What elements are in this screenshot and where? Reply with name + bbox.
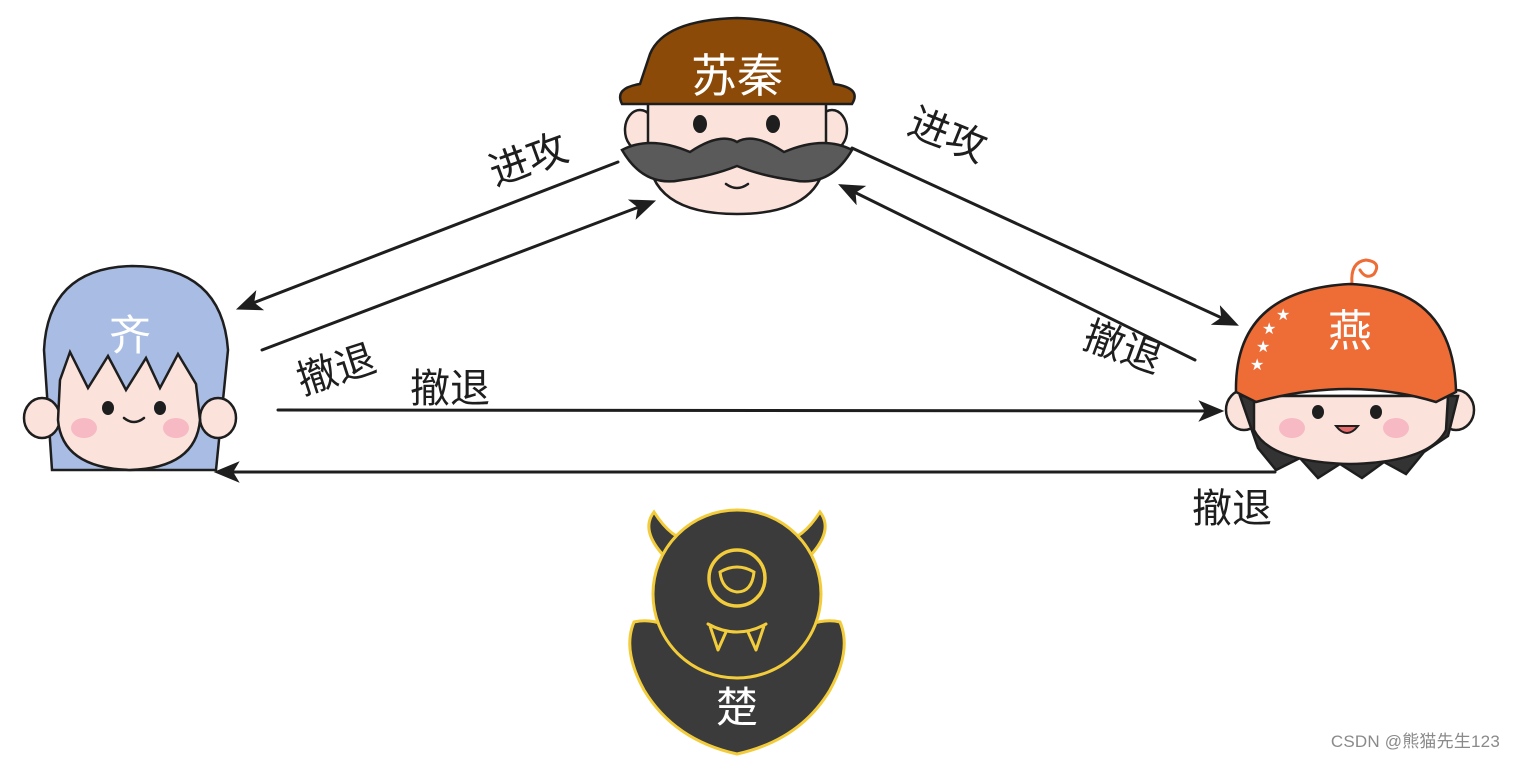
star-icon: ★ <box>1250 355 1264 374</box>
arrows <box>213 146 1277 483</box>
arrow-attack-suqin-to-qi <box>235 160 620 311</box>
label-retreat-yan-to-qi: 撤退 <box>1192 486 1272 532</box>
qi-right-eye <box>154 401 166 415</box>
label-retreat-qi-to-yan: 撤退 <box>410 366 490 412</box>
star-icon: ★ <box>1276 305 1290 324</box>
qi-name: 齐 <box>109 311 151 360</box>
suqin-mustache <box>620 137 854 183</box>
character-chu: 楚 <box>628 508 846 756</box>
character-suqin: 苏秦 <box>618 16 856 216</box>
label-attack-right: 进攻 <box>902 99 993 172</box>
chu-eye-inner <box>718 565 756 594</box>
suqin-left-eye <box>693 115 707 133</box>
label-retreat-qi-to-suqin: 撤退 <box>291 336 381 404</box>
yan-hat <box>1234 282 1458 404</box>
qi-right-cheek <box>163 418 189 438</box>
chu-eye-outer <box>707 548 767 608</box>
arrow-retreat-yan-to-suqin <box>838 184 1197 362</box>
chu-name: 楚 <box>716 683 758 732</box>
watermark: CSDN @熊猫先生123 <box>1330 732 1500 751</box>
suqin-mouth <box>724 182 750 190</box>
yan-right-cheek <box>1383 418 1409 438</box>
arrow-attack-suqin-to-yan <box>850 146 1239 326</box>
chu-mouth <box>706 622 768 634</box>
star-icon: ★ <box>1262 319 1276 338</box>
qi-mouth <box>122 416 146 424</box>
suqin-right-eye <box>766 115 780 133</box>
arrow-retreat-qi-to-yan <box>276 400 1225 422</box>
suqin-name: 苏秦 <box>691 49 783 103</box>
yan-hat-stars: ★ ★ ★ ★ <box>1250 305 1290 374</box>
qi-face <box>56 348 202 472</box>
chu-left-fang <box>708 625 728 652</box>
label-retreat-yan-to-suqin: 撤退 <box>1077 313 1168 384</box>
character-yan: ★ ★ ★ ★ 燕 <box>1224 258 1476 480</box>
yan-hat-curl <box>1350 258 1379 286</box>
qi-left-cheek <box>71 418 97 438</box>
chu-head <box>651 508 823 680</box>
star-icon: ★ <box>1256 337 1270 356</box>
chu-right-fang <box>746 625 766 652</box>
yan-name: 燕 <box>1328 306 1372 357</box>
suqin-hat <box>618 16 856 106</box>
qi-left-ear <box>22 396 62 440</box>
qi-left-eye <box>102 401 114 415</box>
yan-mouth <box>1333 425 1361 434</box>
arrow-retreat-qi-to-suqin <box>260 199 657 352</box>
yan-left-cheek <box>1279 418 1305 438</box>
yan-right-eye <box>1370 405 1382 419</box>
yan-left-eye <box>1312 405 1324 419</box>
qi-right-ear <box>198 396 238 440</box>
character-qi: 齐 <box>22 264 238 472</box>
